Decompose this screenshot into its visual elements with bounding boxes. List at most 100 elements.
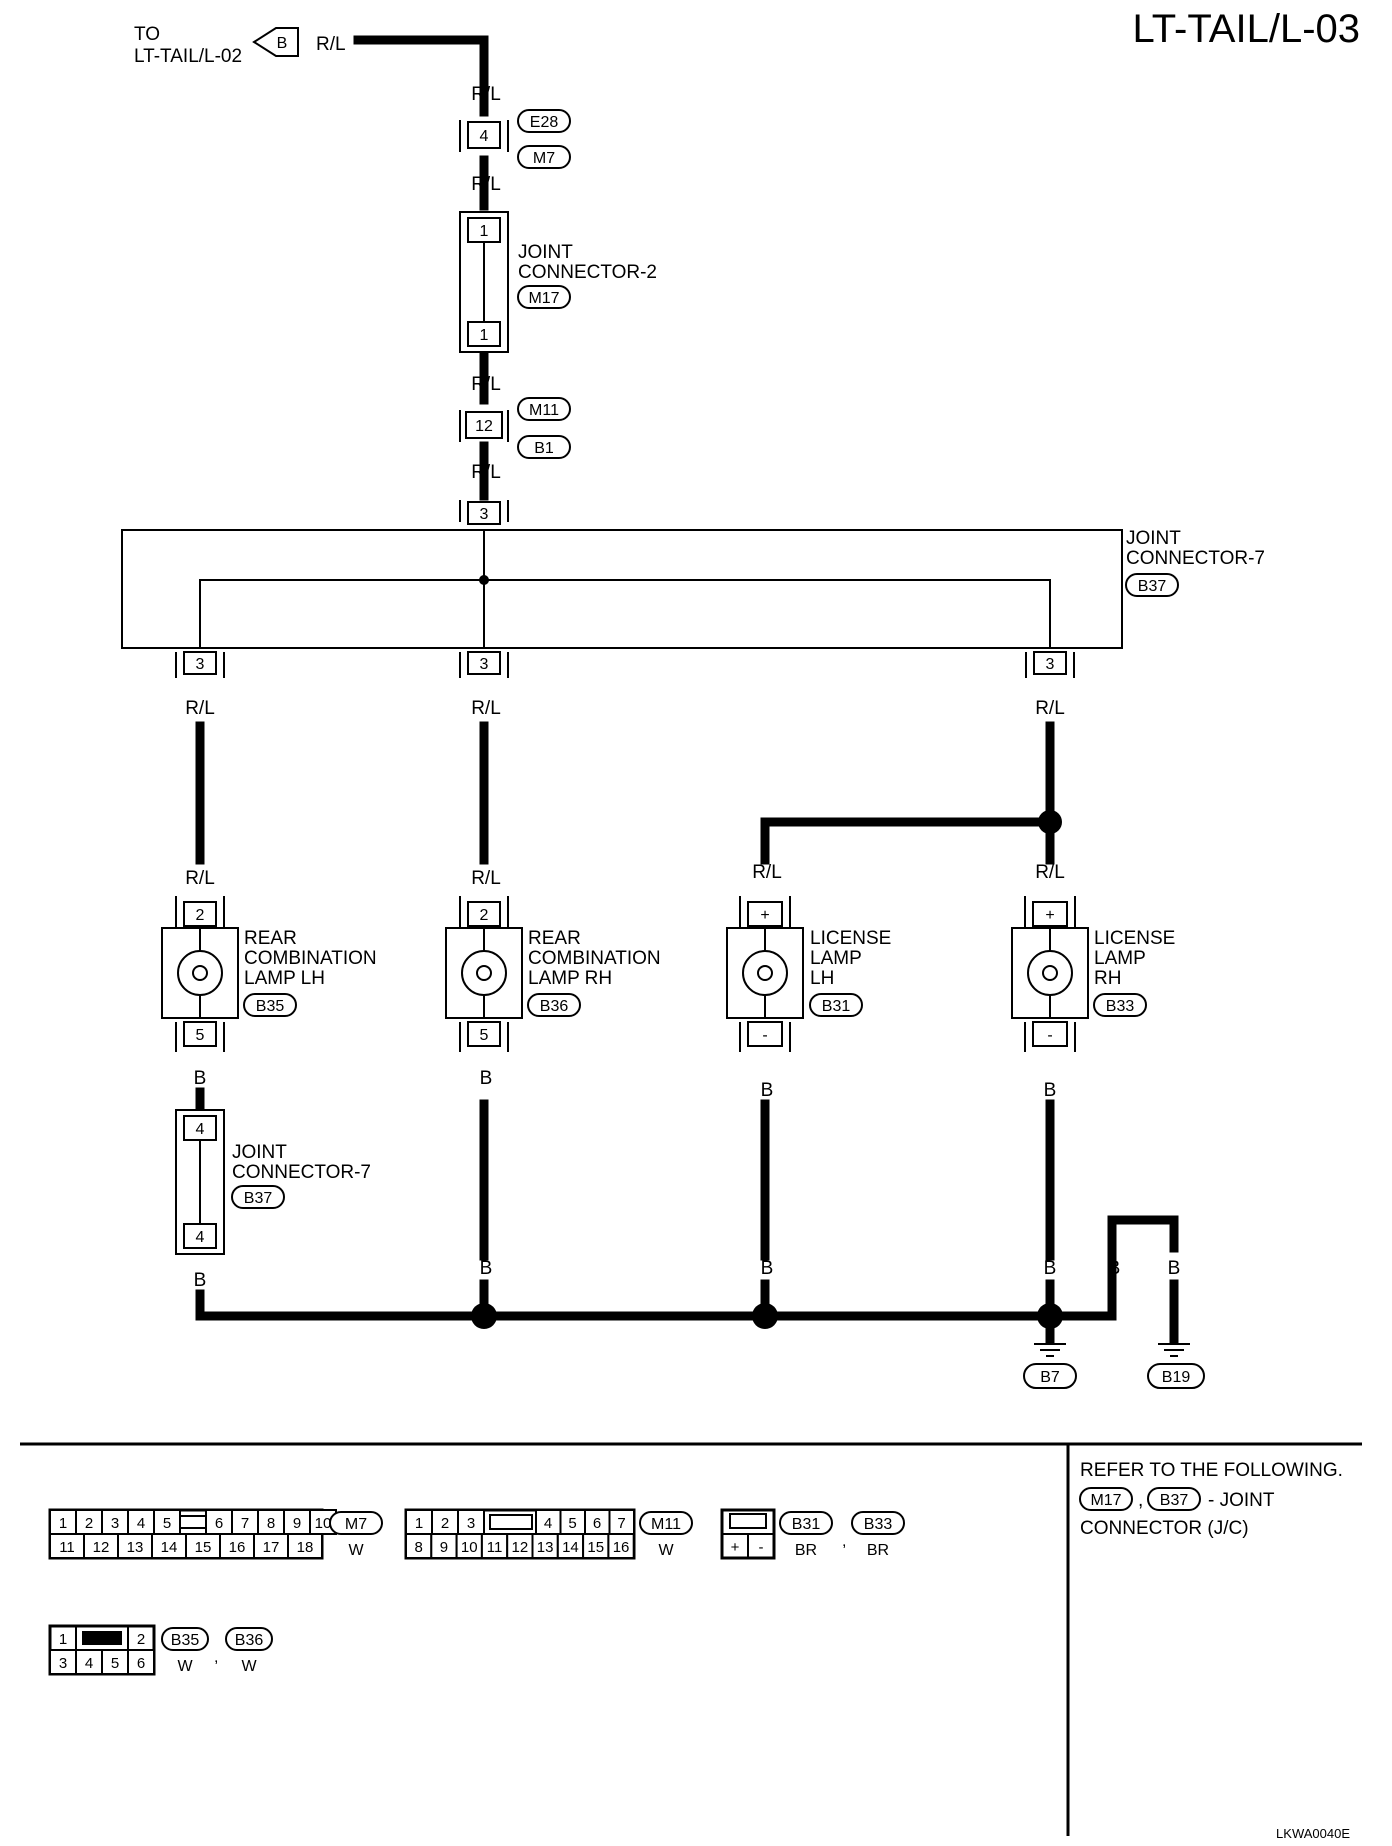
- wire-label-b-rh-2: B: [480, 1258, 493, 1279]
- top-reference: TO LT-TAIL/L-02 B R/L: [134, 24, 346, 67]
- pin-cell: [83, 1533, 119, 1559]
- wire-b-lh-bottom: [195, 1289, 1055, 1321]
- pin-cell: [430, 1533, 458, 1559]
- wire-label-b-rh-1: B: [480, 1068, 493, 1089]
- b35-pin-2: 2: [137, 1631, 145, 1648]
- wire-label-rl-lh-top: R/L: [185, 698, 215, 719]
- pin-number: 16: [229, 1539, 246, 1556]
- lamp-rh-pin-bottom: 5: [480, 1027, 489, 1044]
- pin-number: 1: [415, 1515, 423, 1532]
- jc2-pin-bottom: 1: [480, 327, 489, 344]
- b35-pin-1: 1: [59, 1631, 67, 1648]
- wire-label-b-licrh-2: B: [1044, 1258, 1057, 1279]
- pin-number: 10: [461, 1539, 478, 1556]
- pin-number: 6: [215, 1515, 223, 1532]
- pin-number: 9: [440, 1539, 448, 1556]
- connector-lock-icon: [489, 1514, 533, 1530]
- connector-m11-b1: 12 M11 B1: [459, 397, 571, 459]
- pin-cell: [283, 1509, 311, 1535]
- lic-lh-code: B31: [822, 998, 851, 1015]
- lamp-lh-pin-bottom: 5: [196, 1027, 205, 1044]
- ground-b19-code: B19: [1162, 1369, 1191, 1386]
- pin-number: 10: [315, 1515, 332, 1532]
- lic-rh-name-1: LICENSE: [1094, 928, 1175, 949]
- jc7-name-line1: JOINT: [1126, 528, 1181, 549]
- b31-pin-minus: -: [759, 1539, 764, 1556]
- refer-line-1: REFER TO THE FOLLOWING.: [1080, 1460, 1343, 1481]
- jc7-pin-in: 3: [480, 506, 489, 523]
- wire-label-rl-liclh-bot: R/L: [752, 862, 782, 883]
- wire-label-b-licrh-1: B: [1044, 1080, 1057, 1101]
- refer-sep: ,: [1138, 1490, 1143, 1511]
- pin-number: 8: [414, 1539, 422, 1556]
- lic-lh-name-1: LICENSE: [810, 928, 891, 949]
- b36-color: W: [241, 1658, 257, 1675]
- license-lamp-lh: + - LICENSE LAMP LH B31: [726, 896, 891, 1052]
- wire-label-rl-rh-top: R/L: [471, 698, 501, 719]
- connector-e28-m7-pin: 4: [480, 128, 489, 145]
- b33-color: BR: [867, 1542, 889, 1559]
- joint-connector-2: 1 1 JOINT CONNECTOR-2 M17: [459, 211, 657, 353]
- license-lamp-rh: + - LICENSE LAMP RH B33: [1011, 896, 1175, 1052]
- b31-code: B31: [792, 1516, 821, 1533]
- bulb-icon: [1027, 950, 1073, 996]
- ground-b19: B19: [1147, 1343, 1205, 1389]
- connector-e28-m7: 4 E28 M7: [459, 109, 571, 169]
- pin-number: 6: [137, 1655, 145, 1672]
- pin-cell: [49, 1533, 85, 1559]
- ref-wire-color: R/L: [316, 34, 346, 55]
- pin-cell: [219, 1533, 255, 1559]
- diagram-title: LT-TAIL/L-03: [1133, 7, 1361, 51]
- lamp-rh-pin-top: 2: [480, 907, 489, 924]
- pin-number: 9: [293, 1515, 301, 1532]
- connector-code-b1: B1: [534, 440, 554, 457]
- ref-target: LT-TAIL/L-02: [134, 46, 242, 67]
- pin-number: 3: [59, 1655, 67, 1672]
- ground-b7: B7: [1023, 1343, 1077, 1389]
- joint-connector-7-lower: 4 4 JOINT CONNECTOR-7 B37: [175, 1109, 371, 1255]
- wire-b-ground-loop: [1045, 1215, 1179, 1321]
- pin-number: 4: [137, 1515, 145, 1532]
- lic-rh-pin-top: +: [1045, 907, 1054, 924]
- jc7-name-line2: CONNECTOR-7: [1126, 548, 1265, 569]
- lamp-lh-name-3: LAMP LH: [244, 968, 325, 989]
- ref-flag-icon: [252, 27, 299, 57]
- ground-icon: [1158, 1343, 1190, 1357]
- pin-cell: [287, 1533, 323, 1559]
- refer-suffix: - JOINT: [1208, 1490, 1275, 1511]
- jc7-lower-code: B37: [244, 1190, 273, 1207]
- pin-cell: [506, 1533, 534, 1559]
- b35-code: B35: [171, 1632, 200, 1649]
- connector-m11-b1-pin: 12: [475, 418, 493, 435]
- pin-number: 3: [111, 1515, 119, 1532]
- pin-number: 16: [613, 1539, 630, 1556]
- jc7-lower-name-1: JOINT: [232, 1142, 287, 1163]
- connector-lock-icon: [179, 1515, 207, 1529]
- pin-number: 12: [93, 1539, 110, 1556]
- pin-number: 14: [161, 1539, 178, 1556]
- pin-cell: [556, 1533, 585, 1559]
- b36-code: B36: [235, 1632, 264, 1649]
- jc7-pin-out-1: 3: [196, 656, 205, 673]
- refer-line-3: CONNECTOR (J/C): [1080, 1518, 1249, 1539]
- pin-number: 15: [587, 1539, 604, 1556]
- figure-code: LKWA0040E: [1276, 1826, 1350, 1841]
- lic-rh-name-3: RH: [1094, 968, 1121, 989]
- wire-label-b-liclh-1: B: [761, 1080, 774, 1101]
- pin-cell: [117, 1533, 153, 1559]
- refer-code-m17: M17: [1090, 1492, 1121, 1509]
- m11-code: M11: [651, 1516, 681, 1533]
- lic-lh-pin-bottom: -: [762, 1027, 767, 1044]
- pin-number: 4: [544, 1515, 552, 1532]
- rear-combination-lamp-rh: 2 5 REAR COMBINATION LAMP RH B36: [445, 896, 661, 1052]
- ref-to-label: TO: [134, 24, 160, 45]
- m11-color: W: [658, 1542, 674, 1559]
- pin-number: 7: [617, 1515, 625, 1532]
- lic-lh-pin-top: +: [760, 907, 769, 924]
- lamp-rh-name-2: COMBINATION: [528, 948, 661, 969]
